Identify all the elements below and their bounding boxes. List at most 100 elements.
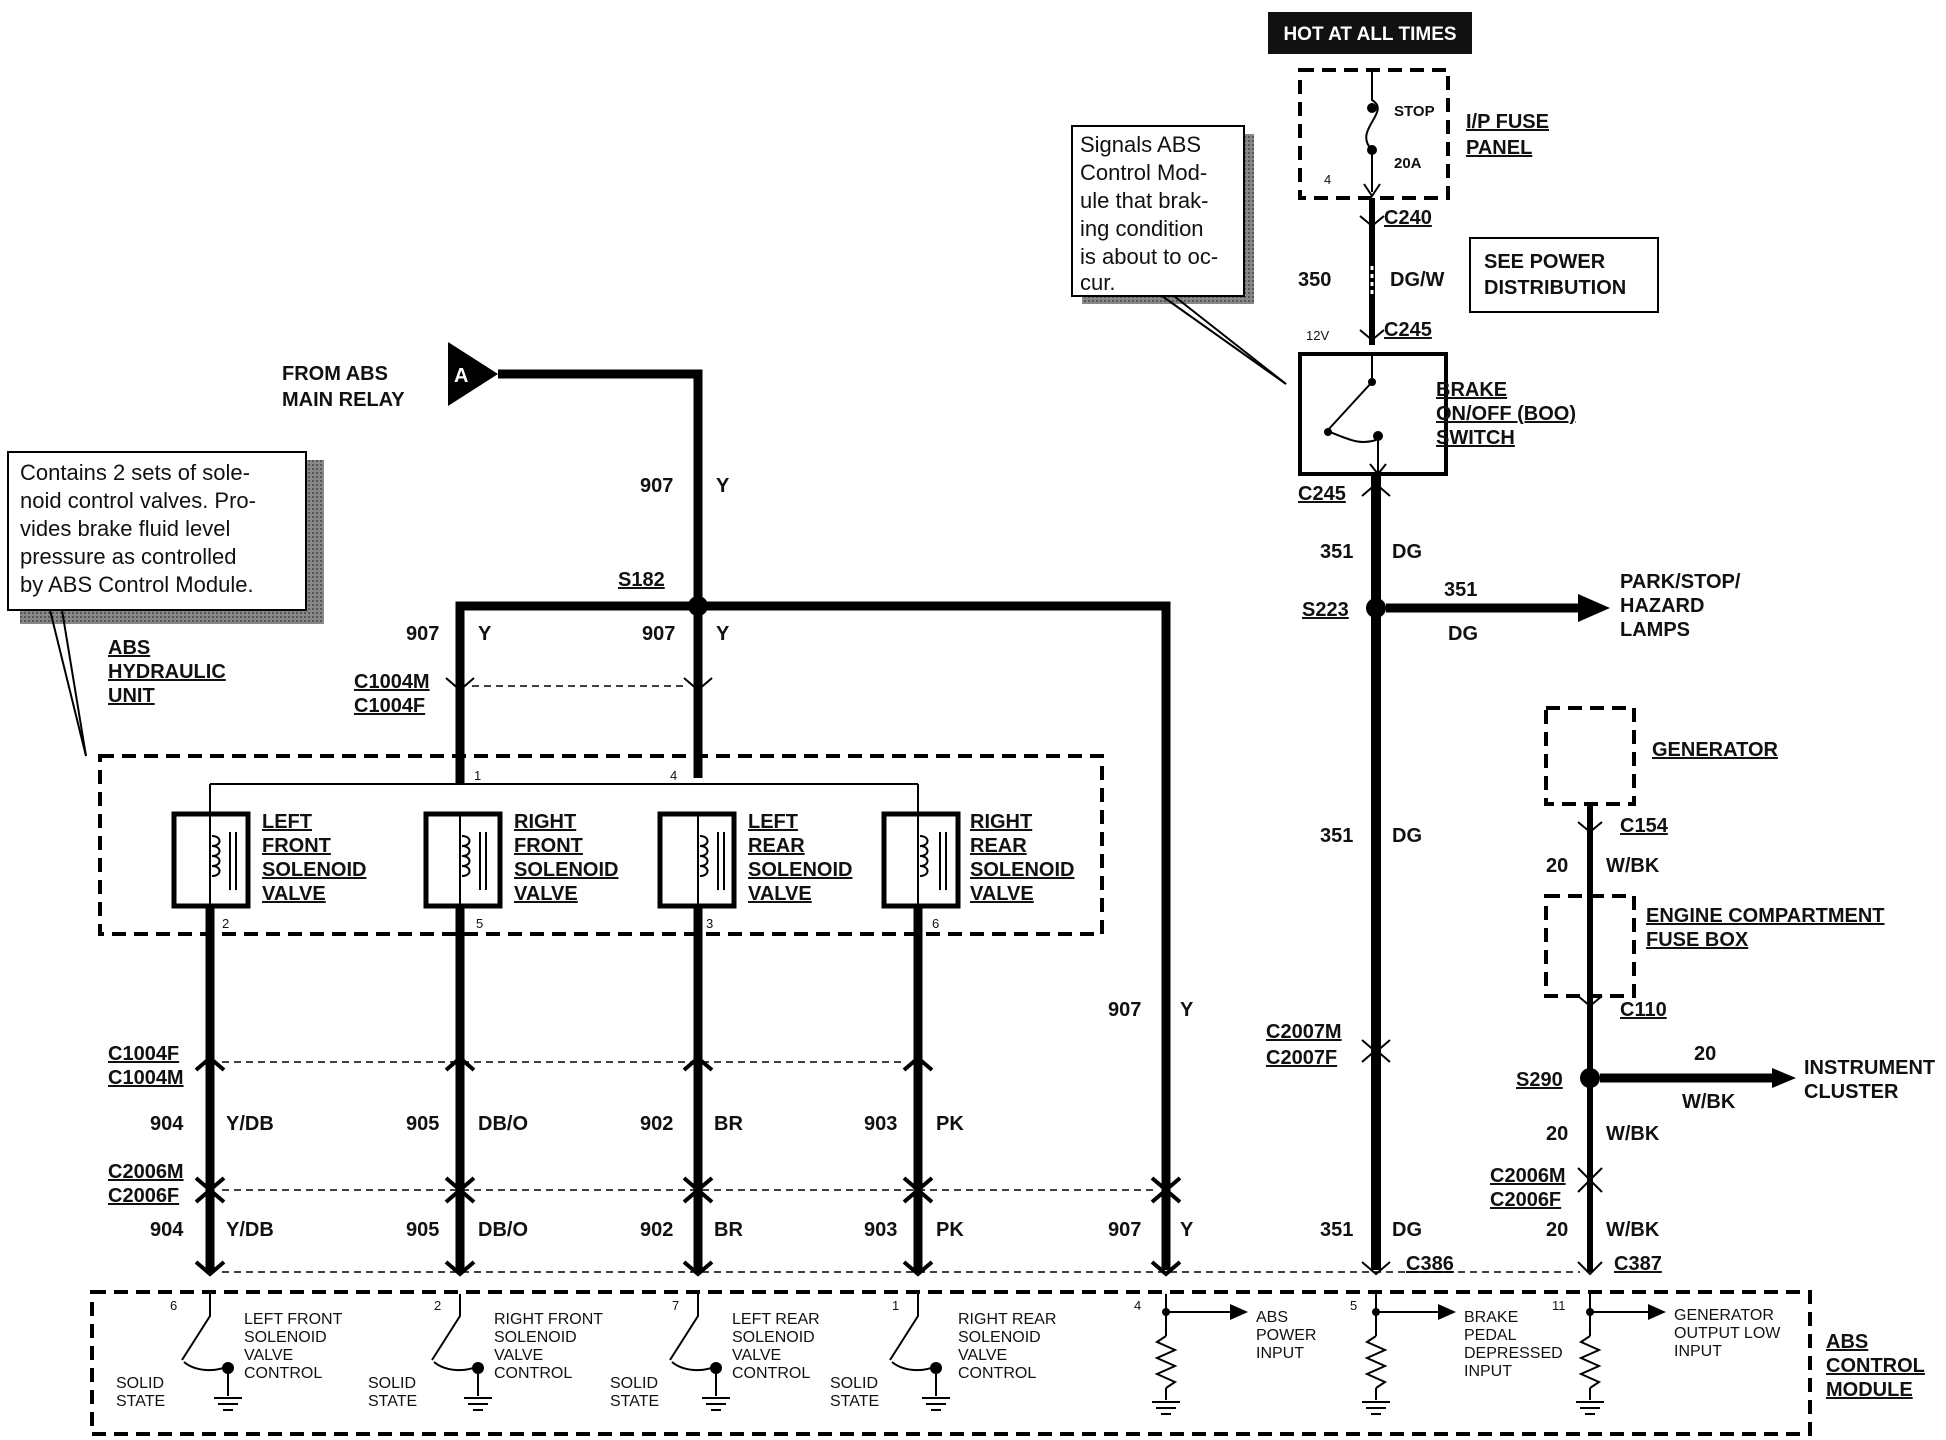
rf-valve-label-3: SOLENOID (514, 859, 618, 881)
ecfb-label-1: ENGINE COMPARTMENT (1646, 905, 1885, 927)
lr-state-label-2: STATE (610, 1393, 659, 1410)
from-relay-label-1: FROM ABS (282, 363, 388, 385)
rr-control-label-4: CONTROL (958, 1365, 1036, 1382)
abs-power-input-resistor (1152, 1294, 1248, 1415)
v12-label: 12V (1306, 328, 1329, 343)
brake-pedal-input-label-4: INPUT (1464, 1363, 1512, 1380)
park-lamps-label-1: PARK/STOP/ (1620, 571, 1741, 593)
generator-input-label-3: INPUT (1674, 1343, 1722, 1360)
c110-label: C110 (1620, 999, 1667, 1021)
wire-904-number-2: 904 (150, 1219, 184, 1241)
brake-pedal-input-label-1: BRAKE (1464, 1309, 1518, 1326)
c240-label: C240 (1384, 207, 1432, 229)
lf-valve-label-3: SOLENOID (262, 859, 366, 881)
c1004f-top-label: C1004F (354, 695, 425, 717)
lr-state-label-1: SOLID (610, 1375, 658, 1392)
hcu-pin-5: 5 (476, 916, 483, 931)
lf-state-label-1: SOLID (116, 1375, 164, 1392)
abs-module-label-2: CONTROL (1826, 1355, 1925, 1377)
rr-control-label-3: VALVE (958, 1347, 1007, 1364)
wire-20-color-4: W/BK (1606, 1219, 1660, 1241)
wire-904-color-1: Y/DB (226, 1113, 274, 1135)
s223-label: S223 (1302, 599, 1349, 621)
rf-state-label-1: SOLID (368, 1375, 416, 1392)
right-rear-solenoid-valve (881, 811, 961, 909)
relay-reference-letter: A (454, 365, 468, 387)
wire-351-number-1: 351 (1320, 541, 1353, 563)
lr-valve-label-3: SOLENOID (748, 859, 852, 881)
wire-902-number-2: 902 (640, 1219, 673, 1241)
c2006f-label: C2006F (108, 1185, 179, 1207)
lr-valve-label-4: VALVE (748, 883, 812, 905)
boo-switch-label-3: SWITCH (1436, 427, 1515, 449)
lf-control-label-3: VALVE (244, 1347, 293, 1364)
ip-fuse-panel-label: I/P FUSE (1466, 111, 1549, 133)
abs-power-input-label-2: POWER (1256, 1327, 1316, 1344)
module-pin-5: 5 (1350, 1298, 1357, 1313)
see-power-distribution-box (1469, 237, 1659, 313)
c245-top-label: C245 (1384, 319, 1432, 341)
instrument-cluster-arrow (1772, 1068, 1796, 1088)
lf-control-label-1: LEFT FRONT (244, 1311, 343, 1328)
wire-904-number-1: 904 (150, 1113, 184, 1135)
boo-switch-label-1: BRAKE (1436, 379, 1507, 401)
hcu-label-2: HYDRAULIC (108, 661, 226, 683)
hcu-note-line-5: by ABS Control Module. (20, 572, 254, 597)
c2007m-label: C2007M (1266, 1021, 1342, 1043)
rf-solid-state-switch (431, 1294, 492, 1411)
lr-control-label-3: VALVE (732, 1347, 781, 1364)
wire-903-number-1: 903 (864, 1113, 897, 1135)
rr-valve-label-4: VALVE (970, 883, 1034, 905)
wire-20-color-1: W/BK (1606, 855, 1660, 877)
relay-reference-triangle (448, 342, 498, 406)
c1004f-bottom-label: C1004F (108, 1043, 179, 1065)
wire-351-number-3: 351 (1320, 825, 1353, 847)
rr-valve-label-1: RIGHT (970, 811, 1032, 833)
module-pin-6: 6 (170, 1298, 177, 1313)
brake-pedal-input-label-3: DEPRESSED (1464, 1345, 1563, 1362)
wire-20-number-1: 20 (1546, 855, 1568, 877)
rr-control-label-2: SOLENOID (958, 1329, 1041, 1346)
see-power-label-2: DISTRIBUTION (1484, 277, 1626, 299)
lf-control-label-2: SOLENOID (244, 1329, 327, 1346)
wire-351-color-3: DG (1392, 825, 1422, 847)
wire-351-color-4: DG (1392, 1219, 1422, 1241)
wire-350-number: 350 (1298, 269, 1331, 291)
wire-902-color-2: BR (714, 1219, 743, 1241)
wire-902-color-1: BR (714, 1113, 743, 1135)
wire-907-number-2: 907 (406, 623, 439, 645)
module-pin-1: 1 (892, 1298, 899, 1313)
hcu-note-line-3: vides brake fluid level (20, 516, 230, 541)
c154-label: C154 (1620, 815, 1669, 837)
instrument-cluster-label-2: CLUSTER (1804, 1081, 1899, 1103)
rf-control-label-2: SOLENOID (494, 1329, 577, 1346)
hcu-label-1: ABS (108, 637, 150, 659)
rr-solid-state-switch (889, 1294, 950, 1411)
generator-box (1544, 706, 1636, 806)
rr-state-label-2: STATE (830, 1393, 879, 1410)
engine-compartment-fuse-box (1544, 894, 1636, 998)
wire-902-number-1: 902 (640, 1113, 673, 1135)
rf-valve-label-4: VALVE (514, 883, 578, 905)
hcu-pin-1: 1 (474, 768, 481, 783)
c2006f-right-label: C2006F (1490, 1189, 1561, 1211)
abs-module-label-1: ABS (1826, 1331, 1868, 1353)
brake-pedal-input-label-2: PEDAL (1464, 1327, 1517, 1344)
wire-351-color-2: DG (1448, 623, 1478, 645)
wire-907-number-3: 907 (642, 623, 675, 645)
hot-at-all-times-label: HOT AT ALL TIMES (1283, 24, 1456, 45)
lf-control-label-4: CONTROL (244, 1365, 322, 1382)
c1004m-bottom-label: C1004M (108, 1067, 184, 1089)
wire-903-color-2: PK (936, 1219, 964, 1241)
park-lamps-label-3: LAMPS (1620, 619, 1690, 641)
c386-label: C386 (1406, 1253, 1454, 1275)
rf-control-label-3: VALVE (494, 1347, 543, 1364)
rf-control-label-4: CONTROL (494, 1365, 572, 1382)
wire-20-color-2: W/BK (1682, 1091, 1736, 1113)
wire-907-number-5: 907 (1108, 1219, 1141, 1241)
rf-valve-label-2: FRONT (514, 835, 583, 857)
boo-note-line-4: ing condition (1080, 216, 1204, 241)
wire-905-number-2: 905 (406, 1219, 439, 1241)
wire-20-number-3: 20 (1546, 1123, 1568, 1145)
